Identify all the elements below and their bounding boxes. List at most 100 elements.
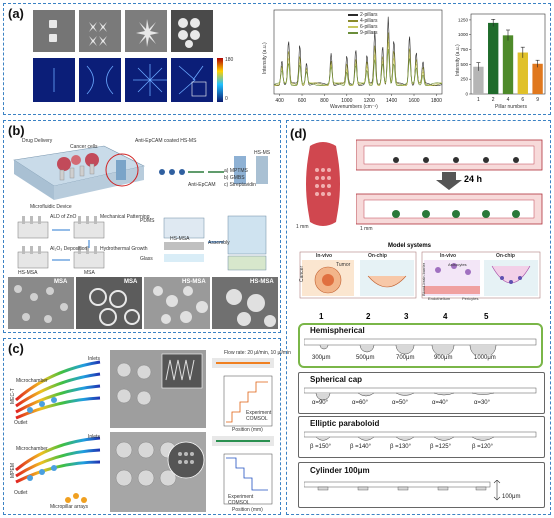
panel-c [3, 338, 281, 515]
d-cylinder-title: Cylinder 100μm [310, 466, 370, 475]
concentration-plots [212, 358, 274, 505]
step-mptms: a) MPTMS [224, 168, 248, 174]
c-position-label-bottom: Position (mm) [232, 507, 263, 513]
bar-xtick: 1 [477, 97, 480, 103]
d-endothelium-label: Endothelium [428, 296, 451, 301]
d-pericytes-label: Pericytes [462, 296, 479, 301]
c-microchamber-bottom: Microchamber [16, 446, 48, 452]
d-hemi-300: 300μm [312, 355, 331, 361]
fab-step-al2o3: Al₂O₃ Deposition [50, 246, 88, 252]
c-legend-exp-2: Experiment [228, 494, 254, 500]
sem-label-msa-1: MSA [54, 279, 68, 285]
colorbar-max: 180 [225, 57, 234, 63]
sem-chip-texture [115, 353, 205, 487]
microfluidic-label: Microfluidic Device [30, 204, 72, 210]
d-ell-130: β =130° [390, 444, 412, 450]
line-xtick: 1600 [408, 98, 419, 104]
sem-label-hsmsa-2: HS-MSA [250, 279, 274, 285]
fab-step-mechanical: Mechanical Patterning [100, 214, 150, 220]
d-tumor-label: Tumor [336, 262, 351, 268]
drug-delivery-label: Drug Delivery [22, 138, 53, 144]
c-microchamber-top: Microchamber [16, 378, 48, 384]
sem-image-2pillars [33, 10, 75, 52]
d-number-5: 5 [484, 312, 489, 321]
line-chart-legend: 2-pillars 4-pillars 6-pillars 9-pillars [348, 12, 378, 36]
panel-a-label: (a) [8, 6, 24, 21]
sem-pillar-shapes [49, 18, 200, 48]
bar [517, 52, 528, 94]
assembly-glass: Glass [140, 256, 153, 262]
anti-epcam-hsms-label: Anti-EpCAM coated HS-MS [135, 138, 197, 144]
d-model-systems-title: Model systems [388, 243, 432, 249]
culture-chip [306, 142, 340, 226]
d-col-onchip-2: On-chip [496, 253, 515, 259]
d-hemi-1000: 1000μm [474, 355, 496, 361]
d-number-2: 2 [366, 312, 371, 321]
d-spherical-cap-title: Spherical cap [310, 375, 363, 384]
panel-c-label: (c) [8, 341, 24, 356]
d-cancer-label: Cancer [299, 265, 305, 282]
assembly-hsmsa: HS-MSA [170, 236, 190, 242]
c-inlets-top: Inlets [88, 356, 100, 362]
fab-step-hydrothermal: Hydrothermal Growth [100, 246, 148, 252]
sem-label-msa-2: MSA [124, 279, 138, 285]
bar-ytick: 500 [460, 62, 468, 67]
d-ell-140: β =140° [350, 444, 372, 450]
c-legend-comsol-2: COMSOL [228, 500, 250, 506]
gradient-chip-illustration [15, 360, 101, 503]
line-xtick: 400 [275, 98, 284, 104]
panel-b [3, 120, 281, 333]
d-cyl-100: 100μm [502, 494, 521, 500]
line-chart-xlabel: Wavenumbers (cm⁻¹) [330, 104, 378, 110]
d-elliptic-title: Elliptic paraboloid [310, 419, 380, 428]
d-hemispherical-title: Hemispherical [310, 326, 365, 335]
fab-label-msa: MSA [84, 270, 95, 276]
c-outlet-bottom: Outlet [14, 490, 28, 496]
c-side-mpem: MPEM [10, 463, 16, 478]
bar-chart-ylabel: Intensity (a.u.) [455, 44, 461, 76]
d-col-invivo-2: In-vivo [440, 253, 457, 259]
c-micropillar: Micropillar arrays [50, 504, 89, 510]
anti-epcam-label: Anti-EpCAM [188, 182, 216, 188]
sem-msa-2 [76, 277, 142, 329]
d-cap-90: α=90° [312, 400, 329, 406]
elliptic-shapes [304, 431, 537, 441]
d-ell-125: β =125° [430, 444, 452, 450]
colorbar [217, 58, 223, 102]
hemispherical-shapes [304, 338, 537, 355]
fab-step-ald: ALD of ZnO [50, 214, 77, 220]
d-number-1: 1 [319, 312, 324, 321]
d-scale-1mm-b: 1 mm [360, 226, 373, 232]
raman-series-line [273, 48, 443, 86]
sem-b-texture [14, 285, 276, 327]
bar-xtick: 4 [507, 97, 510, 103]
d-astrocytes-label: Astrocytes [448, 262, 467, 267]
d-ell-120: β =120° [472, 444, 494, 450]
d-hemi-900: 900μm [434, 355, 453, 361]
panel-d [286, 120, 551, 515]
assembly-pdms: PDMS [140, 218, 155, 224]
c-inlets-bottom: Inlets [88, 434, 100, 440]
bar-ytick: 250 [460, 77, 468, 82]
d-time-label: 24 h [464, 174, 483, 184]
colorbar-min: 0 [225, 96, 228, 102]
d-hemi-700: 700μm [396, 355, 415, 361]
d-hemi-500: 500μm [356, 355, 375, 361]
d-scale-1mm-a: 1 mm [296, 224, 309, 230]
legend-9pillars: 9-pillars [360, 30, 378, 36]
bar-ytick: 750 [460, 47, 468, 52]
bar [488, 22, 499, 95]
bar-xtick: 6 [521, 97, 524, 103]
d-cap-50: α=50° [392, 400, 409, 406]
bar-ytick: 0 [465, 92, 468, 97]
bar-xtick: 2 [492, 97, 495, 103]
fem-field-4pillars [79, 58, 121, 102]
bar [532, 63, 543, 94]
d-col-onchip-1: On-chip [368, 253, 387, 259]
d-cap-30: α=30° [474, 400, 491, 406]
d-cap-60: α=60° [352, 400, 369, 406]
d-bbb-label: Blood-brain barrier [421, 262, 426, 296]
cancer-cells-label: Cancer cells [70, 144, 98, 150]
